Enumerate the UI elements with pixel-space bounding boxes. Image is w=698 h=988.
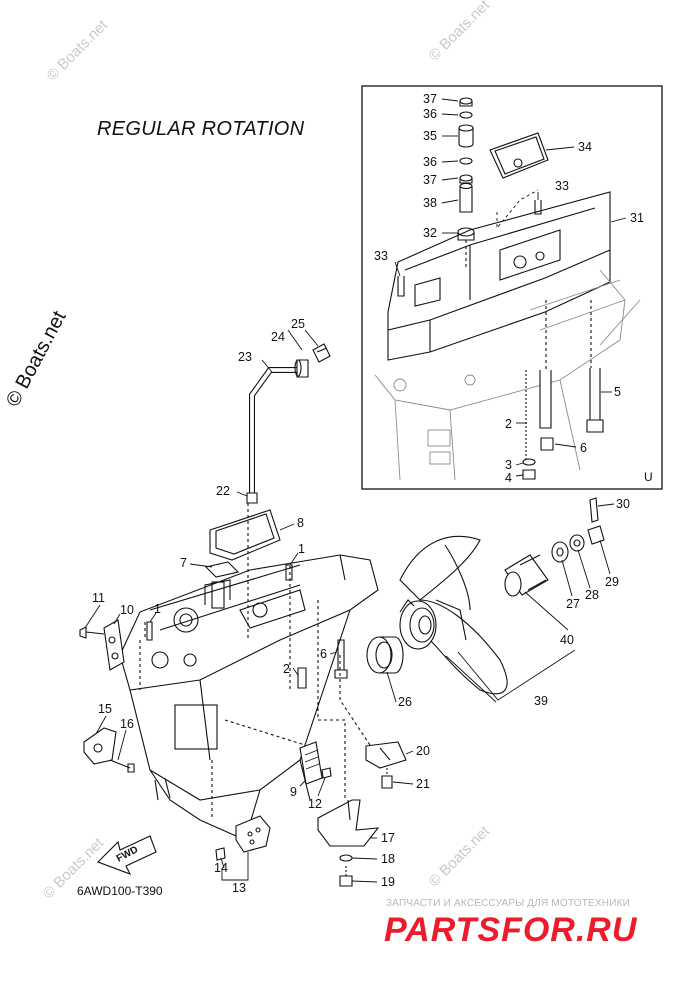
thrust-washer	[366, 636, 404, 674]
callout-29: 29	[605, 575, 619, 589]
callout-20: 20	[416, 744, 430, 758]
gasket-plate	[204, 509, 281, 578]
callout-5: 5	[614, 385, 621, 399]
propeller	[399, 535, 508, 695]
callout-40: 40	[560, 633, 574, 647]
upper-casing-part	[374, 191, 641, 481]
callout-13: 13	[232, 881, 246, 895]
shop-tagline: ЗАПЧАСТИ И АКСЕССУАРЫ ДЛЯ МОТОТЕХНИКИ	[386, 898, 631, 909]
callout-4: 4	[505, 471, 512, 485]
anode-parts	[79, 564, 348, 861]
callout-8: 8	[297, 516, 304, 530]
callout-6: 6	[320, 647, 327, 661]
main-leaders	[84, 329, 615, 883]
callout-28: 28	[585, 588, 599, 602]
callout-38: 38	[423, 196, 437, 210]
callout-22: 22	[216, 484, 230, 498]
callout-27: 27	[566, 597, 580, 611]
variant-mark: U	[644, 470, 653, 484]
callout-18: 18	[381, 852, 395, 866]
callout-7: 7	[180, 556, 187, 570]
callout-37: 37	[423, 92, 437, 106]
callout-10: 10	[120, 603, 134, 617]
callout-34: 34	[578, 140, 592, 154]
callout-1: 1	[298, 542, 305, 556]
water-tube	[246, 343, 331, 504]
callout-33: 33	[374, 249, 388, 263]
callout-39: 39	[534, 694, 548, 708]
callout-17: 17	[381, 831, 395, 845]
inset-leaders	[394, 98, 627, 477]
fwd-arrow-icon	[97, 835, 157, 876]
callout-19: 19	[381, 875, 395, 889]
callout-26: 26	[398, 695, 412, 709]
shop-logo: PARTSFOR.RU	[384, 911, 638, 949]
gasket-part	[489, 132, 549, 179]
callout-3: 3	[505, 458, 512, 472]
callout-36: 36	[423, 155, 437, 169]
diagram-part-code: 6AWD100-T390	[77, 884, 163, 898]
callout-36: 36	[423, 107, 437, 121]
callout-31: 31	[630, 211, 644, 225]
bolts-inset	[397, 200, 604, 480]
callout-12: 12	[308, 797, 322, 811]
callout-23: 23	[238, 350, 252, 364]
callout-14: 14	[214, 861, 228, 875]
water-tube-parts	[457, 97, 475, 270]
callout-1: 1	[154, 602, 161, 616]
lower-case-housing	[119, 554, 379, 841]
callout-24: 24	[271, 330, 285, 344]
callout-11: 11	[92, 591, 105, 605]
callout-33: 33	[555, 179, 569, 193]
diagram-title: REGULAR ROTATION	[97, 118, 305, 140]
callout-30: 30	[616, 497, 630, 511]
callout-21: 21	[416, 777, 430, 791]
inset-frame	[361, 85, 663, 490]
callout-2: 2	[505, 417, 512, 431]
callout-25: 25	[291, 317, 305, 331]
callout-37: 37	[423, 173, 437, 187]
callout-9: 9	[290, 785, 297, 799]
callout-32: 32	[423, 226, 437, 240]
callout-2: 2	[283, 662, 290, 676]
callout-15: 15	[98, 702, 112, 716]
callout-35: 35	[423, 129, 437, 143]
callout-6: 6	[580, 441, 587, 455]
callout-16: 16	[120, 717, 134, 731]
prop-hardware	[504, 497, 605, 597]
